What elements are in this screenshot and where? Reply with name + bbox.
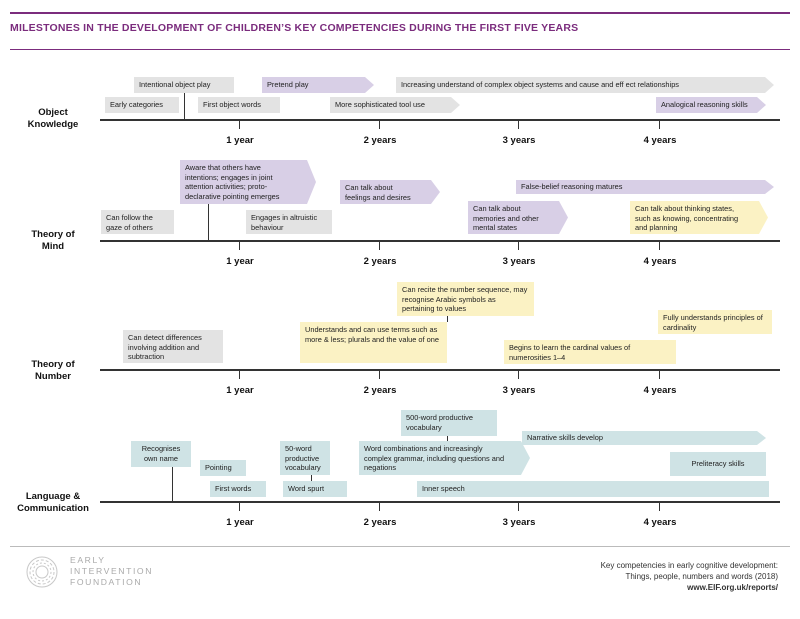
year-label-2: 2 years	[363, 256, 397, 267]
credit-line-1: Key competencies in early cognitive deve…	[600, 561, 778, 570]
preliteracy-skills: Preliteracy skills	[670, 452, 766, 476]
vocabulary-50: 50-word productive vocabulary	[280, 441, 330, 475]
talk-memories: Can talk about memories and other mental…	[468, 201, 568, 234]
year-label-3: 3 years	[502, 256, 536, 267]
tick-1-year	[239, 501, 241, 511]
complex-object-systems: Increasing understand of complex object …	[396, 77, 774, 93]
talk-feelings: Can talk about feelings and desires	[340, 180, 440, 204]
page-title: MILESTONES IN THE DEVELOPMENT OF CHILDRE…	[10, 22, 579, 34]
footer-rule	[10, 546, 790, 547]
timeline-axis	[100, 369, 780, 371]
detect-differences: Can detect differences involving additio…	[123, 330, 223, 363]
tick-1-year	[239, 240, 241, 250]
tick-2-years	[379, 501, 381, 511]
word-combinations: Word combinations and increasingly compl…	[359, 441, 530, 475]
pointing: Pointing	[200, 460, 246, 476]
year-label-2: 2 years	[363, 135, 397, 146]
false-belief: False-belief reasoning matures	[516, 180, 774, 194]
altruistic-behaviour: Engages in altruistic behaviour	[246, 210, 332, 234]
narrative-skills: Narrative skills develop	[522, 431, 766, 445]
theory-of-mind-label: Theory of Mind	[31, 229, 75, 252]
early-categories: Early categories	[105, 97, 179, 113]
tick-3-years	[518, 369, 520, 379]
theory-of-number-label: Theory of Number	[31, 359, 75, 382]
recognises-own-name: Recognises own name	[131, 441, 191, 467]
tick-2-years	[379, 119, 381, 129]
recite-number-sequence: Can recite the number sequence, may reco…	[397, 282, 534, 316]
timeline-axis	[100, 240, 780, 242]
tick-4-years	[659, 501, 661, 511]
org-name: EARLY INTERVENTION FOUNDATION	[70, 555, 154, 587]
intentional-object-play: Intentional object play	[134, 77, 234, 93]
tick-2-years	[379, 240, 381, 250]
tick-3-years	[518, 501, 520, 511]
talk-thinking-states: Can talk about thinking states, such as …	[630, 201, 768, 234]
year-label-1: 1 year	[226, 256, 254, 267]
follow-gaze: Can follow the gaze of others	[101, 210, 174, 234]
analogical-reasoning: Analogical reasoning skills	[656, 97, 766, 113]
tick-4-years	[659, 240, 661, 250]
pretend-play: Pretend play	[262, 77, 374, 93]
connector-line	[447, 436, 449, 442]
cardinal-values: Begins to learn the cardinal values of n…	[504, 340, 676, 364]
understands-cardinality: Fully understands principles of cardinal…	[658, 310, 772, 334]
connector-line	[172, 467, 174, 501]
year-label-4: 4 years	[643, 385, 677, 396]
eif-logo-icon	[26, 556, 58, 588]
inner-speech: Inner speech	[417, 481, 769, 497]
year-label-4: 4 years	[643, 517, 677, 528]
year-label-4: 4 years	[643, 256, 677, 267]
tick-4-years	[659, 369, 661, 379]
year-label-1: 1 year	[226, 135, 254, 146]
aware-of-intentions: Aware that others have intentions; engag…	[180, 160, 316, 204]
tick-1-year	[239, 119, 241, 129]
first-words: First words	[210, 481, 266, 497]
year-label-1: 1 year	[226, 385, 254, 396]
word-spurt: Word spurt	[283, 481, 347, 497]
year-label-3: 3 years	[502, 517, 536, 528]
object-knowledge-label: Object Knowledge	[27, 107, 79, 130]
year-label-4: 4 years	[643, 135, 677, 146]
year-label-3: 3 years	[502, 385, 536, 396]
credit-line-2: Things, people, numbers and words (2018)	[625, 572, 778, 581]
timeline-axis	[100, 119, 780, 121]
connector-line	[311, 475, 313, 481]
tick-3-years	[518, 240, 520, 250]
credit-block: Key competencies in early cognitive deve…	[601, 560, 778, 593]
vocabulary-500: 500-word productive vocabulary	[401, 410, 497, 436]
connector-line	[184, 93, 186, 119]
tick-2-years	[379, 369, 381, 379]
top-rule	[10, 12, 790, 14]
first-object-words: First object words	[198, 97, 280, 113]
year-label-2: 2 years	[363, 385, 397, 396]
year-label-3: 3 years	[502, 135, 536, 146]
title-rule	[10, 49, 790, 50]
tick-3-years	[518, 119, 520, 129]
connector-line	[447, 316, 449, 322]
year-label-2: 2 years	[363, 517, 397, 528]
credit-url[interactable]: www.EIF.org.uk/reports/	[687, 583, 778, 592]
tick-4-years	[659, 119, 661, 129]
more-less-terms: Understands and can use terms such as mo…	[300, 322, 447, 363]
year-label-1: 1 year	[226, 517, 254, 528]
tick-1-year	[239, 369, 241, 379]
connector-line	[208, 204, 210, 240]
language-label: Language & Communication	[17, 491, 89, 514]
tool-use: More sophisticated tool use	[330, 97, 460, 113]
timeline-axis	[100, 501, 780, 503]
